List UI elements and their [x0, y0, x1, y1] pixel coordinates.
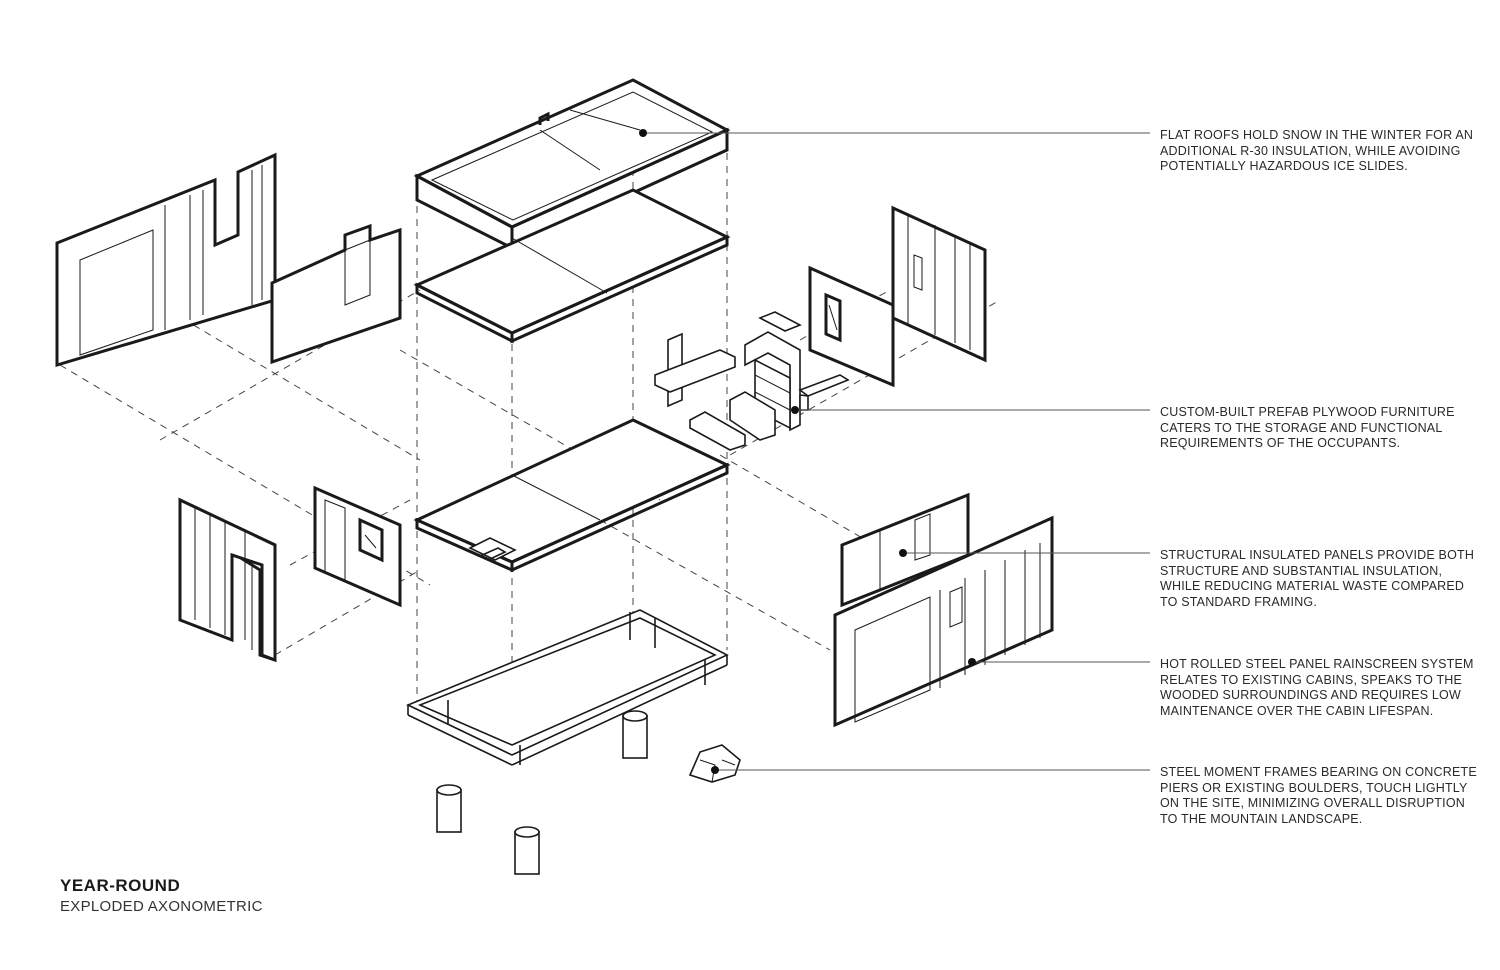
flat-roof — [413, 78, 731, 251]
ceiling-panels — [413, 188, 731, 344]
wall-sip-east — [808, 265, 895, 388]
wall-rainscreen-north — [55, 152, 277, 368]
concrete-piers — [436, 710, 648, 875]
wall-sip-north — [270, 223, 402, 365]
annotation-sip: STRUCTURAL INSULATED PANELS PROVIDE BOTH… — [1160, 548, 1475, 609]
drawing-subtitle: EXPLODED AXONOMETRIC — [60, 898, 263, 915]
drawing-title: YEAR-ROUND — [60, 876, 181, 895]
floor-panels — [413, 418, 731, 573]
wall-rainscreen-east — [891, 205, 987, 363]
leader-lines — [639, 129, 1150, 774]
boulder — [688, 744, 741, 783]
annotation-roof: FLAT ROOFS HOLD SNOW IN THE WINTER FOR A… — [1160, 128, 1474, 174]
annotation-rainscreen: HOT ROLLED STEEL PANEL RAINSCREEN SYSTEM… — [1160, 657, 1474, 718]
annotation-furniture: CUSTOM-BUILT PREFAB PLYWOOD FURNITURE CA… — [1160, 405, 1455, 451]
wall-sip-west — [313, 485, 402, 608]
annotation-frames: STEEL MOMENT FRAMES BEARING ON CONCRETE … — [1160, 765, 1477, 826]
wall-rainscreen-west — [178, 497, 277, 663]
plywood-furniture — [654, 311, 850, 451]
steel-moment-frame — [406, 609, 729, 766]
wall-rainscreen-south — [833, 515, 1054, 728]
